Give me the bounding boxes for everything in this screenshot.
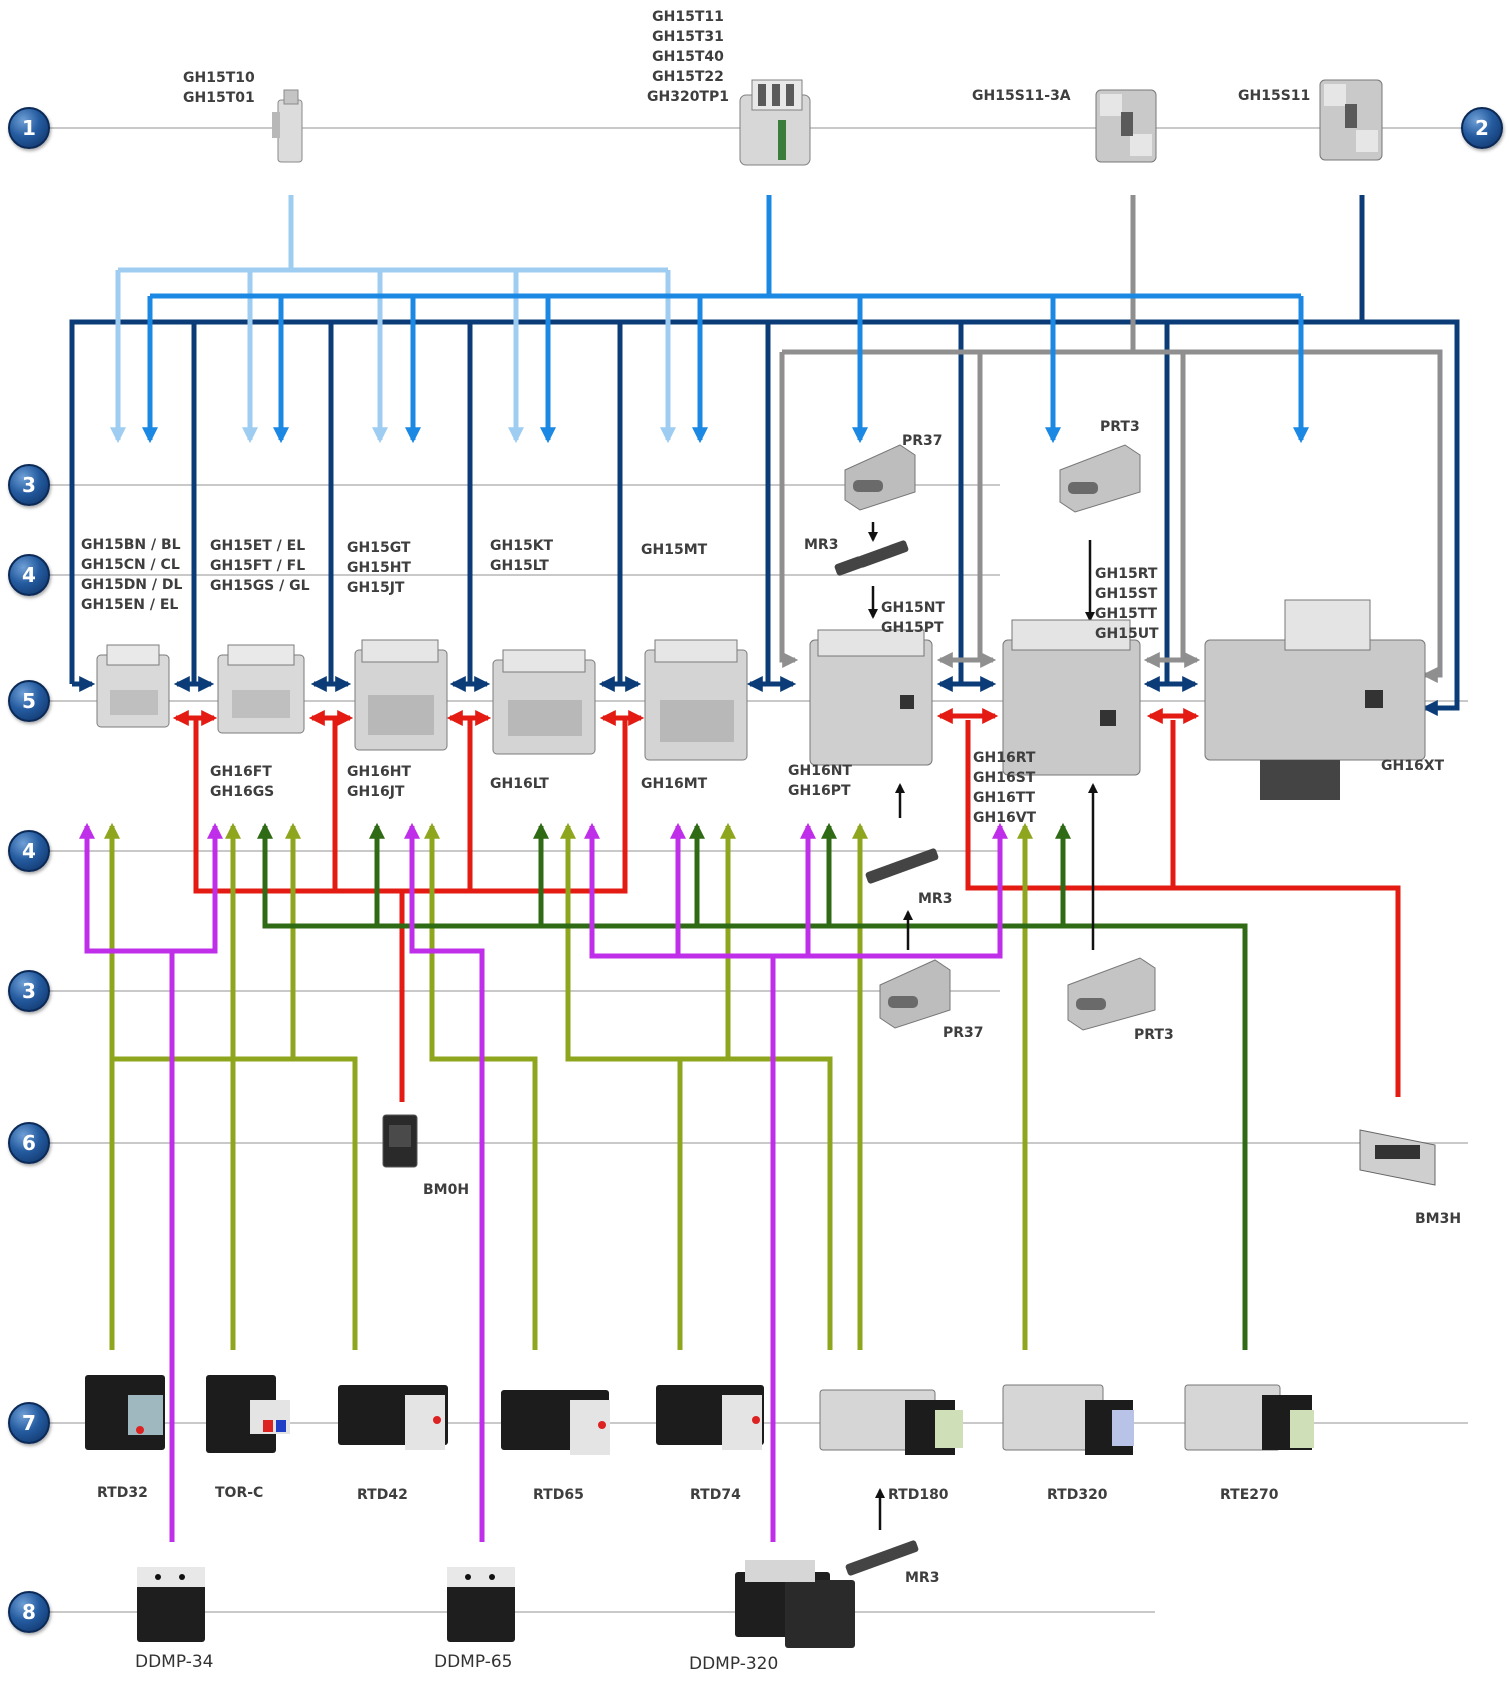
olive-connector-lines (103, 822, 1034, 1350)
rtd42-image (338, 1385, 448, 1450)
label-rtd320: RTD320 (1047, 1487, 1108, 1503)
bm3h-image (1359, 1129, 1436, 1186)
magenta-connector-lines (78, 822, 1009, 1542)
label-contactor-rt: GH15RT GH15ST GH15TT GH15UT (1095, 566, 1159, 642)
label-reversing-xt: GH16XT (1381, 758, 1445, 774)
gray-connector-lines (779, 195, 1443, 684)
label-rte270: RTE270 (1220, 1487, 1279, 1503)
label-reversing-rt: GH16RT GH16ST GH16TT GH16VT (973, 750, 1037, 826)
label-rtd74: RTD74 (690, 1487, 741, 1503)
side-aux-image (1319, 79, 1383, 161)
contactor-rt-image (1002, 619, 1141, 776)
label-rtd180: RTD180 (888, 1487, 949, 1503)
pr37-low-image (879, 959, 951, 1029)
label-reversing-ht: GH16HT GH16JT (347, 764, 411, 800)
prt3-top-image (1059, 444, 1141, 513)
ddmp34-image (137, 1567, 205, 1642)
top-aux-contact-image (739, 79, 811, 166)
label-side-aux-3a: GH15S11-3A (972, 88, 1071, 104)
bm0h-image (382, 1114, 418, 1168)
contactor-mt-image (644, 639, 748, 761)
label-mr3-low: MR3 (905, 1570, 940, 1586)
dark-green-connector-lines (256, 822, 1248, 1350)
label-rtd32: RTD32 (97, 1485, 148, 1501)
light-blue-connector-lines (109, 195, 677, 444)
row-badge-7: 7 (8, 1402, 50, 1444)
navy-connector-lines (69, 195, 1460, 717)
label-mr3-top: MR3 (804, 537, 839, 553)
ddmp65-image (447, 1567, 515, 1642)
label-contactor-gt: GH15GT GH15HT GH15JT (347, 540, 411, 596)
mr3-low-image (845, 1540, 919, 1576)
label-reversing-lt: GH16LT (490, 776, 549, 792)
label-pr37-top: PR37 (902, 433, 943, 449)
mid-blue-connector-lines (141, 195, 1310, 444)
label-mr3-mid: MR3 (918, 891, 953, 907)
label-reversing-ft: GH16FT GH16GS (210, 764, 275, 800)
label-prt3-low: PRT3 (1134, 1027, 1174, 1043)
row-badge-5: 5 (8, 680, 50, 722)
label-prt3-top: PRT3 (1100, 419, 1140, 435)
rte270-image (1184, 1384, 1314, 1451)
rtd65-image (501, 1390, 610, 1455)
row-badge-3-top: 3 (8, 464, 50, 506)
label-pr37-low: PR37 (943, 1025, 984, 1041)
label-contactor-bn: GH15BN / BL GH15CN / CL GH15DN / DL GH15… (81, 537, 183, 613)
prt3-low-image (1067, 957, 1156, 1031)
row-badge-8: 8 (8, 1591, 50, 1633)
row-badge-2: 2 (1461, 107, 1503, 149)
side-aux-3a-image (1095, 89, 1157, 163)
label-contactor-nt: GH15NT GH15PT (881, 600, 945, 636)
label-ddmp320: DDMP-320 (689, 1654, 779, 1674)
label-reversing-nt: GH16NT GH16PT (788, 763, 852, 799)
tor-c-image (206, 1375, 290, 1453)
row-badge-1: 1 (8, 107, 50, 149)
label-ddmp65: DDMP-65 (434, 1652, 513, 1672)
rtd74-image (656, 1385, 764, 1450)
contactor-xt-image (1204, 599, 1426, 800)
row-badge-4-top: 4 (8, 554, 50, 596)
front-aux-contact-image (272, 89, 303, 163)
label-ddmp34: DDMP-34 (135, 1652, 214, 1672)
mr3-mid-image (865, 848, 939, 884)
contactor-nt-image (809, 629, 933, 766)
label-contactor-et: GH15ET / EL GH15FT / FL GH15GS / GL (210, 538, 310, 594)
pr37-top-image (844, 444, 916, 511)
label-contactor-kt: GH15KT GH15LT (490, 538, 554, 574)
row-badge-6: 6 (8, 1122, 50, 1164)
contactor-bn-image (96, 644, 170, 728)
contactor-gt-image (354, 639, 448, 751)
label-contactor-mt: GH15MT (641, 542, 708, 558)
ddmp320-image (735, 1560, 855, 1648)
contactor-et-image (217, 644, 305, 734)
black-arrows (868, 522, 1098, 1530)
row-badge-3-bottom: 3 (8, 970, 50, 1012)
label-top-aux: GH15T11 GH15T31 GH15T40 GH15T22 GH320TP1 (647, 9, 729, 105)
label-front-aux: GH15T10 GH15T01 (183, 70, 255, 106)
rtd32-image (85, 1375, 165, 1450)
label-rtd65: RTD65 (533, 1487, 584, 1503)
rtd320-image (1002, 1384, 1134, 1455)
label-tor-c: TOR-C (215, 1485, 264, 1501)
label-rtd42: RTD42 (357, 1487, 408, 1503)
label-bm3h: BM3H (1415, 1211, 1462, 1227)
contactor-kt-image (492, 649, 596, 755)
row-badge-4-bottom: 4 (8, 830, 50, 872)
mr3-top-image (834, 540, 909, 576)
label-bm0h: BM0H (423, 1182, 470, 1198)
label-reversing-mt: GH16MT (641, 776, 708, 792)
label-side-aux: GH15S11 (1238, 88, 1311, 104)
rtd180-image (819, 1389, 963, 1455)
